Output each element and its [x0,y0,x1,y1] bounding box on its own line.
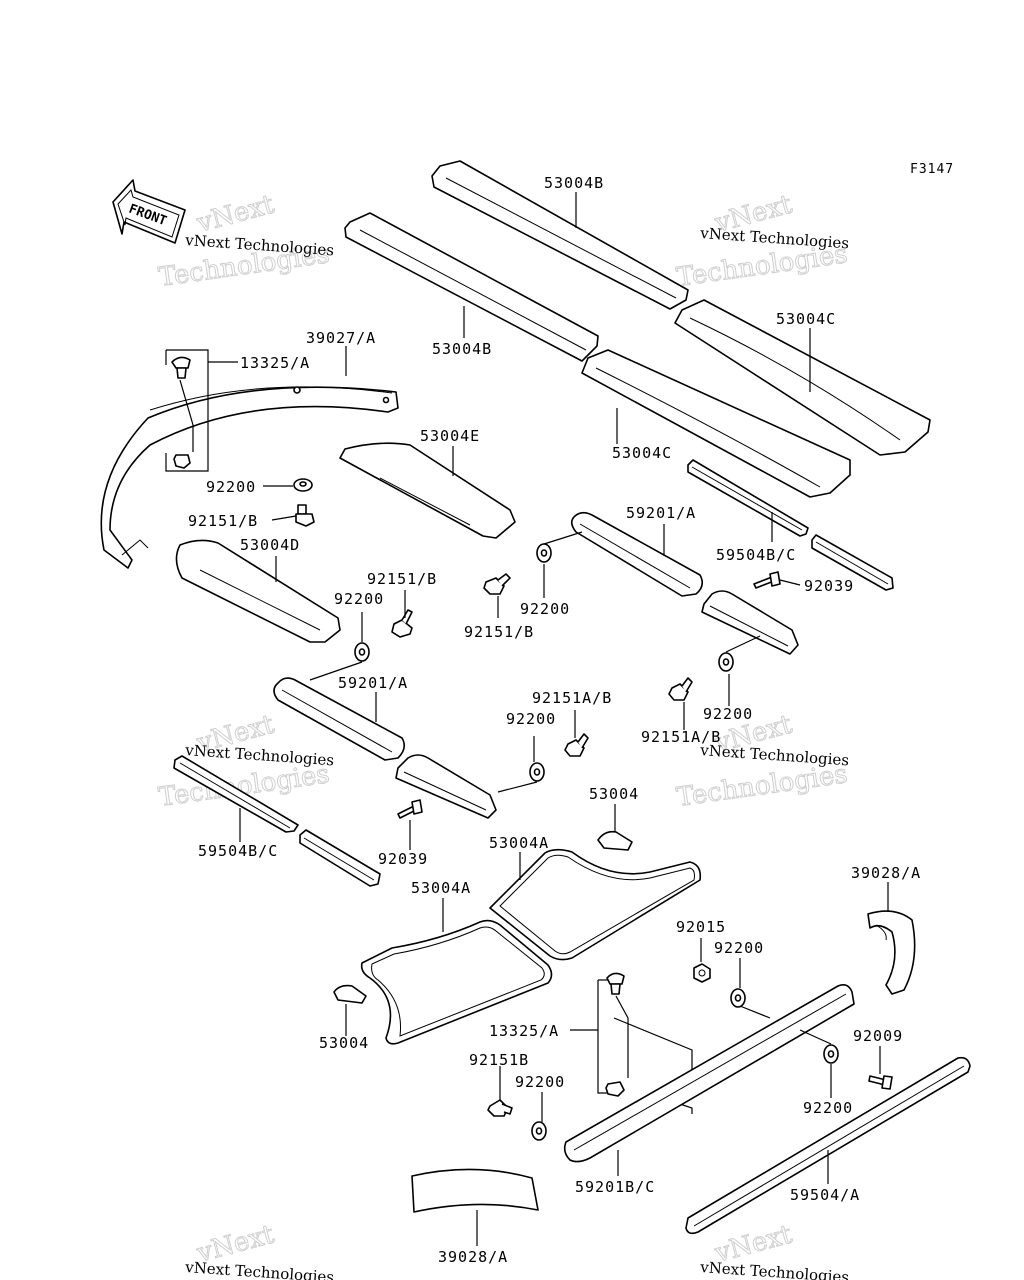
pad-53004-top [597,830,633,851]
fender-39028a-bottom [411,1168,539,1213]
clip-13325a-top [165,349,209,472]
bolt-92151b-right [483,573,511,595]
callout-59201a-left: 59201/A [338,674,408,692]
rivet-92039-right [753,571,781,589]
callout-53004e: 53004E [420,427,480,445]
front-arrow-icon: FRONT [112,179,186,244]
callout-labels: 53004B 53004B 53004C 53004C 53004E 53004… [188,174,921,1266]
callout-39028a-bottom: 39028/A [438,1248,508,1266]
mat-53004c-right [674,299,931,456]
callout-92200-right-a: 92200 [520,600,570,618]
callout-92151b-right: 92151/B [464,623,534,641]
nut-92015 [693,963,711,983]
clip-13325a-bottom [597,972,693,1114]
callout-53004b-top: 53004B [544,174,604,192]
callout-59504a: 59504/A [790,1186,860,1204]
callout-92200-top: 92200 [206,478,256,496]
callout-92151ab-right: 92151A/B [641,728,721,746]
washer-92200-center [529,762,545,782]
rivet-92009 [868,1075,893,1090]
watermark-top-right: vNext Technologies vNext Technologies [674,189,850,293]
strip-59504a [685,1056,971,1235]
mat-53004b-left [344,212,599,362]
callout-92200-mid: 92200 [334,590,384,608]
washer-92200-right-a [536,543,552,563]
callout-92151b-top: 92151/B [188,512,258,530]
washer-92200-lower-b [531,1121,547,1141]
bolt-92151b-mid [391,609,413,638]
rivet-92039-left [397,799,423,819]
callout-92151b-lower: 92151B [469,1051,529,1069]
washer-92200-lower-c [823,1044,839,1064]
mat-53004a-right [489,848,702,961]
callout-39027a: 39027/A [306,329,376,347]
callout-59504bc-right: 59504B/C [716,546,796,564]
watermark-bottom-right: vNext vNext Technologies [699,1219,850,1280]
svg-text:vNext Technologies: vNext Technologies [699,1258,850,1280]
callout-59504bc-left: 59504B/C [198,842,278,860]
fender-39028a-right [867,910,916,995]
leader-lines [208,192,889,1246]
mat-53004d [175,539,341,643]
bolt-92151b-lower [487,1099,513,1117]
svg-text:vNext Technologies: vNext Technologies [699,224,850,252]
rail-59201a-left [273,677,497,819]
callout-53004a-right: 53004A [489,834,549,852]
callout-92200-lower-b: 92200 [515,1073,565,1091]
washer-92200-lower-a [730,988,746,1008]
callout-53004c-right: 53004C [776,310,836,328]
svg-text:vNext Technologies: vNext Technologies [699,741,850,769]
rail-59201a-right [570,511,799,655]
callout-59201bc: 59201B/C [575,1178,655,1196]
mat-53004a-left [360,919,553,1045]
pad-53004-bottom [333,984,367,1004]
callout-39028a-right: 39028/A [851,864,921,882]
callout-92151ab-mid: 92151A/B [532,689,612,707]
mat-53004b-top [431,160,689,310]
washer-92200-mid [354,642,370,662]
mat-53004c-mid [581,349,851,498]
svg-text:vNext Technologies: vNext Technologies [184,741,335,769]
bolt-92151ab-right [668,677,693,701]
watermark-top-left: vNext Technologies vNext Technologies [156,189,334,293]
callout-92200-lower-c: 92200 [803,1099,853,1117]
fender-39027a [100,386,399,569]
callout-92200-center: 92200 [506,710,556,728]
callout-92039-right: 92039 [804,577,854,595]
watermark-mid-right: vNext Technologies vNext Technologies [674,709,850,813]
bolt-92151ab-mid [564,733,589,757]
washer-92200-right-b [718,652,734,672]
callout-53004a-left: 53004A [411,879,471,897]
mat-53004e [339,442,516,539]
callout-92151b-mid: 92151/B [367,570,437,588]
callout-59201a-right: 59201/A [626,504,696,522]
callout-53004c-mid: 53004C [612,444,672,462]
svg-text:vNext Technologies: vNext Technologies [184,1258,335,1280]
bolt-92151b-top [295,504,315,527]
strip-59504bc-right [687,459,894,591]
callout-53004-bottom: 53004 [319,1034,369,1052]
rail-59201bc [563,984,855,1163]
washer-92200-top [293,478,313,492]
watermark-bottom-left: vNext vNext Technologies [184,1219,335,1280]
callout-92009: 92009 [853,1027,903,1045]
callout-92200-lower-a: 92200 [714,939,764,957]
callout-53004-top: 53004 [589,785,639,803]
callout-92200-right-b: 92200 [703,705,753,723]
callout-92039-left: 92039 [378,850,428,868]
strip-59504bc-left [173,755,381,887]
figure-code: F3147 [910,162,954,177]
callout-53004d: 53004D [240,536,300,554]
callout-53004b-left: 53004B [432,340,492,358]
callout-13325a-bottom: 13325/A [489,1022,559,1040]
callout-92015: 92015 [676,918,726,936]
callout-13325a-top: 13325/A [240,354,310,372]
